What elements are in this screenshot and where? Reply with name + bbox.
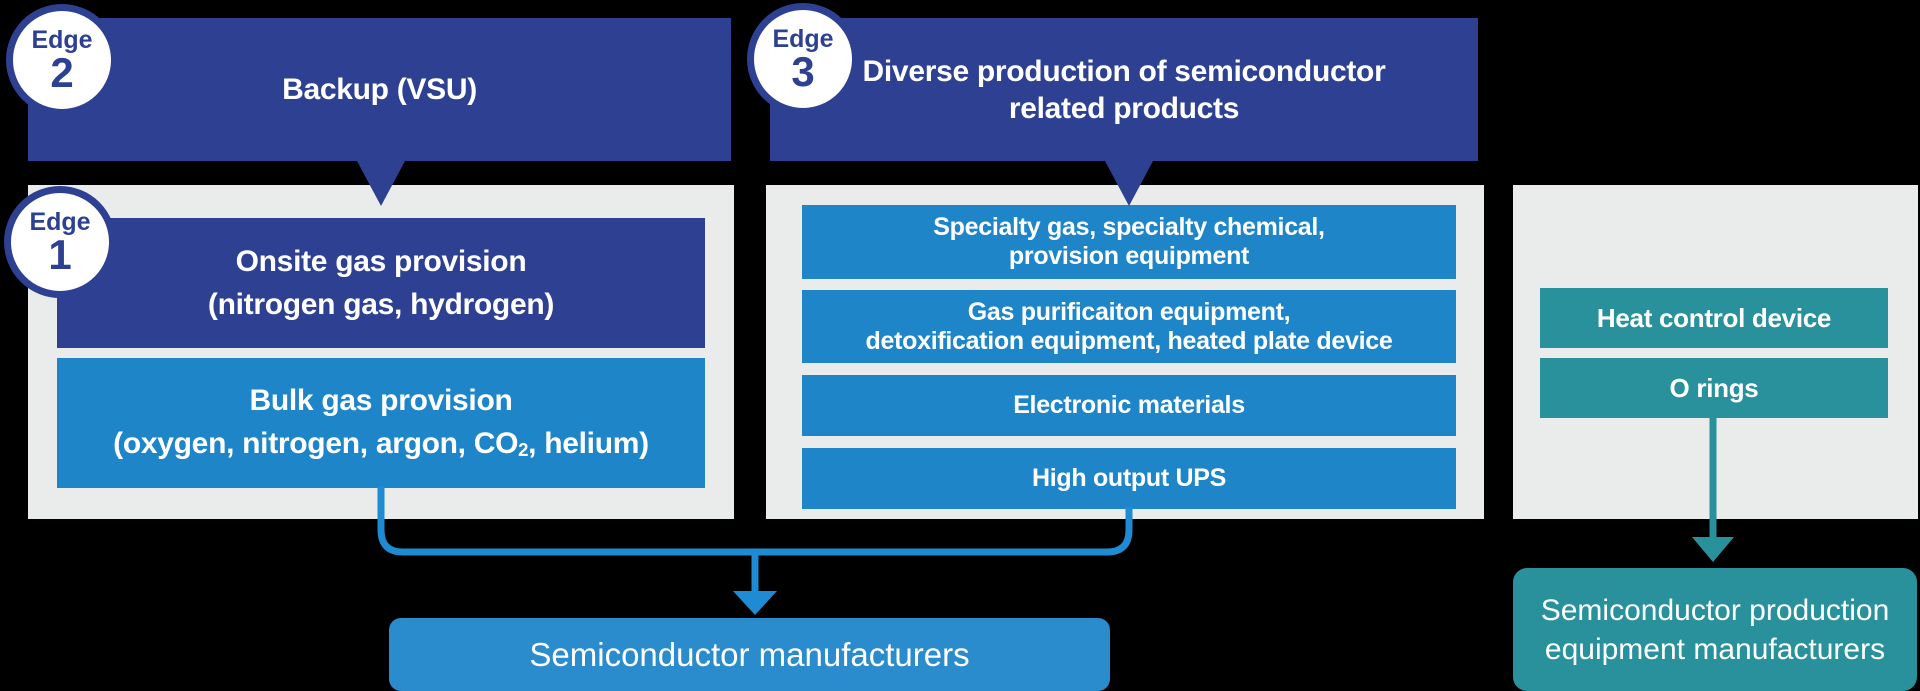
onsite-line1: Onsite gas provision [235,245,527,278]
specialty-gas-box: Specialty gas, specialty chemical, provi… [802,205,1456,279]
co2-subscript: 2 [518,438,529,460]
banner-backup-vsu: Backup (VSU) [28,18,731,161]
heat-control-device-label: Heat control device [1596,302,1832,333]
gas-purification-box: Gas purificaiton equipment, detoxificati… [802,290,1456,363]
edge-2-word: Edge [31,26,93,54]
banner-diverse-production: Diverse production of semiconductor rela… [770,18,1478,161]
edge-1-word: Edge [29,208,91,236]
edge-1-badge: Edge 1 [4,186,116,298]
banner-backup-label: Backup (VSU) [282,72,477,106]
o-rings-box: O rings [1540,358,1888,418]
edge-3-badge: Edge 3 [747,3,859,115]
edge-3-number: 3 [791,48,815,95]
equipment-manufacturers-box: Semiconductor production equipment manuf… [1513,568,1917,691]
heat-control-device-box: Heat control device [1540,288,1888,348]
gas-purification-line2: detoxification equipment, heated plate d… [865,326,1393,355]
edge-3-word: Edge [772,25,834,53]
equipment-parts-panel [1513,185,1918,519]
high-output-ups-box: High output UPS [802,448,1456,509]
semiconductor-manufacturers-box: Semiconductor manufacturers [389,618,1110,691]
bracket-arrow-head [733,591,777,615]
equipment-manufacturers-line2: equipment manufacturers [1544,632,1886,666]
electronic-materials-box: Electronic materials [802,375,1456,436]
equipment-manufacturers-line1: Semiconductor production [1540,593,1890,627]
gas-purification-line1: Gas purificaiton equipment, [967,297,1291,326]
bulk-gas-provision-box: Bulk gas provision (oxygen, nitrogen, ar… [57,358,705,488]
edge-1-number: 1 [48,231,72,278]
banner-diverse-line1: Diverse production of semiconductor [862,54,1386,88]
specialty-gas-line2: provision equipment [1008,242,1250,270]
bulk-line2: (oxygen, nitrogen, argon, CO2, helium) [113,426,649,460]
banner-diverse-line2: related products [1008,91,1240,125]
o-rings-label: O rings [1669,372,1759,403]
onsite-line2: (nitrogen gas, hydrogen) [207,288,555,321]
semiconductor-manufacturers-label: Semiconductor manufacturers [529,635,970,673]
onsite-gas-provision-box: Onsite gas provision (nitrogen gas, hydr… [57,218,705,348]
edge-2-number: 2 [50,49,74,96]
edge-2-badge: Edge 2 [6,4,118,116]
teal-arrow-head [1692,537,1734,562]
bulk-line1: Bulk gas provision [249,383,513,417]
high-output-ups-label: High output UPS [1031,464,1227,492]
electronic-materials-label: Electronic materials [1013,391,1245,419]
specialty-gas-line1: Specialty gas, specialty chemical, [933,213,1325,241]
